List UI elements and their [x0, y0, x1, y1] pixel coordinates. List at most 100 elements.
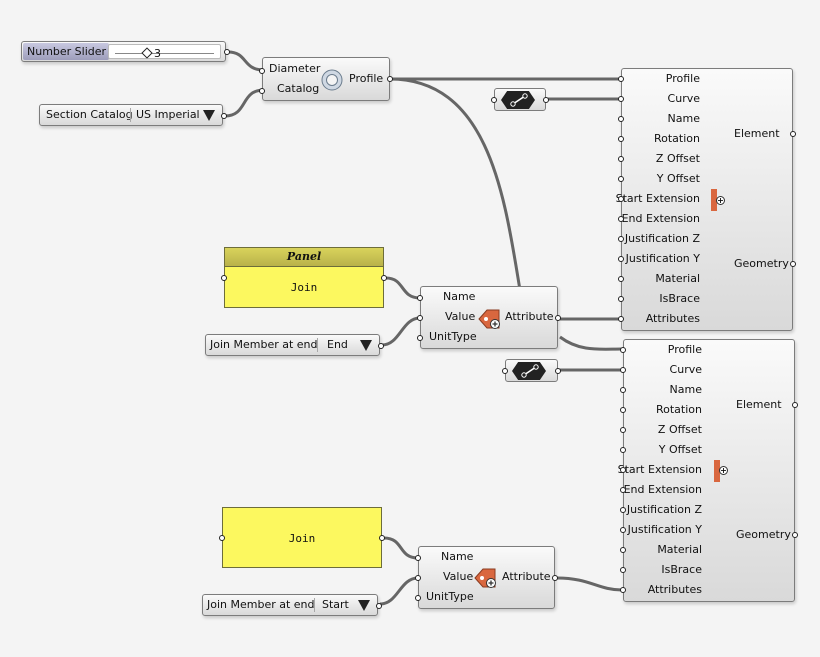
input-port[interactable] [620, 427, 626, 433]
input-port[interactable] [618, 316, 624, 322]
input-label-y-offset: Y Offset [656, 172, 700, 185]
dropdown-arrow-icon[interactable] [203, 110, 215, 121]
input-label-isbrace: IsBrace [659, 292, 700, 305]
dropdown-arrow-icon[interactable] [358, 600, 370, 611]
input-label-value: Value [445, 310, 476, 323]
panel-2[interactable]: Join [219, 507, 385, 568]
slider-knob[interactable] [141, 47, 153, 59]
slider-name: Number Slider [23, 43, 109, 60]
wire-panel1-name [385, 276, 421, 300]
input-port[interactable] [618, 216, 624, 222]
input-port[interactable] [618, 156, 624, 162]
name-input-port[interactable] [417, 295, 423, 301]
slider-track[interactable]: 3 [108, 44, 221, 60]
slider-output-port[interactable] [224, 49, 230, 55]
input-port[interactable] [618, 276, 624, 282]
input-port[interactable] [620, 547, 626, 553]
panel-text: Join [290, 281, 318, 294]
curve-param-1-input[interactable] [491, 97, 497, 103]
join-list-1-output[interactable] [378, 343, 384, 349]
input-port[interactable] [620, 387, 626, 393]
profile-ring-icon [321, 69, 343, 91]
input-port[interactable] [618, 76, 624, 82]
add-parameter-icon[interactable]: + [719, 466, 728, 475]
unittype-input-port[interactable] [417, 335, 423, 341]
add-parameter-icon[interactable]: + [716, 196, 725, 205]
element-output-port[interactable] [790, 131, 796, 137]
attribute-component-2[interactable]: Name Value UnitType Attribute [415, 546, 558, 609]
join-list-value: End [327, 338, 348, 351]
input-port[interactable] [620, 567, 626, 573]
input-port[interactable] [620, 587, 626, 593]
input-label-name: Name [441, 550, 474, 563]
wire-panel2-name [383, 536, 419, 560]
attribute-output-port[interactable] [555, 315, 561, 321]
panel-2-output[interactable] [379, 535, 385, 541]
input-port[interactable] [620, 487, 626, 493]
input-port[interactable] [618, 236, 624, 242]
input-label-value: Value [443, 570, 474, 583]
attribute-tag-icon [478, 309, 500, 329]
attribute-output-port[interactable] [552, 575, 558, 581]
input-port[interactable] [620, 467, 626, 473]
unittype-input-port[interactable] [415, 595, 421, 601]
divider [130, 108, 131, 122]
wire-list2-value [379, 576, 419, 606]
element-component-2[interactable]: Profile Curve Name Rotation Z Offset Y O… [618, 339, 798, 602]
input-port[interactable] [620, 507, 626, 513]
wire-catalog-catalog [224, 88, 265, 118]
input-port[interactable] [618, 256, 624, 262]
panel-1[interactable]: Panel Join [221, 247, 387, 308]
element-output-port[interactable] [792, 402, 798, 408]
geometry-output-port[interactable] [792, 532, 798, 538]
panel-1-input[interactable] [221, 275, 227, 281]
extension-tab-icon [711, 189, 717, 211]
input-port[interactable] [618, 96, 624, 102]
input-port[interactable] [618, 116, 624, 122]
input-port[interactable] [618, 196, 624, 202]
input-label-unittype: UnitType [426, 590, 474, 603]
input-label-profile: Profile [667, 343, 702, 356]
number-slider[interactable]: Number Slider 3 [21, 41, 230, 62]
profile-component[interactable]: Diameter Catalog Profile [259, 57, 393, 101]
name-input-port[interactable] [415, 555, 421, 561]
geometry-output-port[interactable] [790, 261, 796, 267]
value-input-port[interactable] [415, 575, 421, 581]
input-port[interactable] [618, 176, 624, 182]
join-member-list-1[interactable]: Join Member at end End [205, 334, 384, 356]
curve-param-2-output[interactable] [555, 368, 561, 374]
panel-2-input[interactable] [219, 535, 225, 541]
join-member-list-2[interactable]: Join Member at end Start [202, 594, 382, 616]
input-label-y-offset: Y Offset [658, 443, 702, 456]
input-port[interactable] [618, 136, 624, 142]
join-list-name: Join Member at end [207, 598, 315, 611]
profile-output-label: Profile [349, 72, 384, 85]
curve-param-1-output[interactable] [543, 97, 549, 103]
element-component-1[interactable]: Profile Curve Name Rotation Z Offset Y O… [616, 68, 796, 331]
profile-output-port[interactable] [387, 76, 393, 82]
input-port[interactable] [620, 447, 626, 453]
section-catalog-value: US Imperial [136, 108, 200, 121]
dropdown-arrow-icon[interactable] [360, 340, 372, 351]
input-port[interactable] [620, 367, 626, 373]
curve-param-2[interactable] [502, 359, 561, 382]
section-catalog-list[interactable]: Section Catalog US Imperial [39, 104, 227, 126]
catalog-input-port[interactable] [259, 88, 265, 94]
input-port[interactable] [618, 296, 624, 302]
diameter-input-port[interactable] [259, 68, 265, 74]
value-input-port[interactable] [417, 315, 423, 321]
input-port[interactable] [620, 527, 626, 533]
panel-text: Join [288, 532, 316, 545]
curve-param-1[interactable] [491, 88, 549, 111]
input-label-start-extension: Start Extension [617, 463, 702, 476]
output-label-element: Element [734, 127, 780, 140]
section-catalog-output-port[interactable] [221, 113, 227, 119]
input-port[interactable] [620, 347, 626, 353]
input-port[interactable] [620, 407, 626, 413]
curve-param-2-input[interactable] [502, 368, 508, 374]
attribute-component-1[interactable]: Name Value UnitType Attribute [417, 286, 561, 349]
input-label-material: Material [655, 272, 700, 285]
join-list-2-output[interactable] [376, 603, 382, 609]
panel-1-output[interactable] [381, 275, 387, 281]
output-label-element: Element [736, 398, 782, 411]
